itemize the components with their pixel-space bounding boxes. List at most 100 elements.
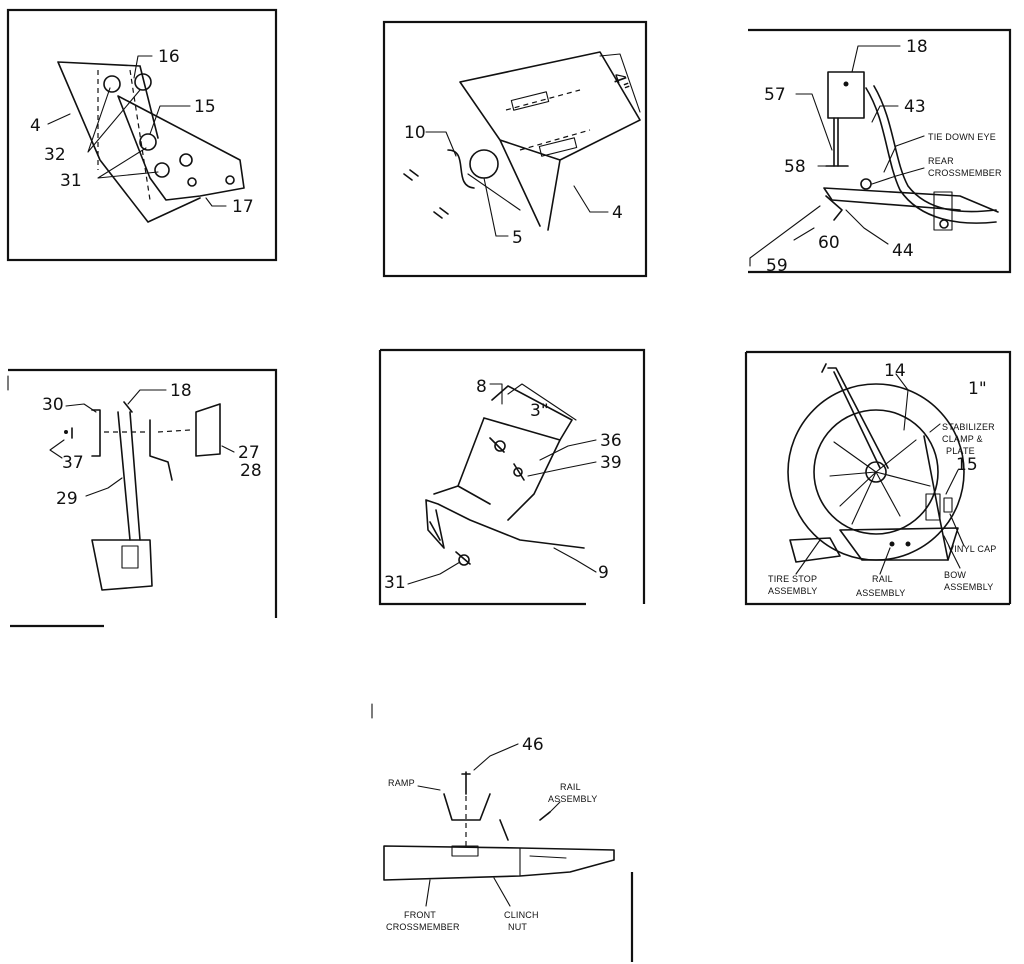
rail-hook [499,811,551,841]
dimension-line [507,383,577,421]
callout-number: 30 [42,395,64,415]
callout-number: 31 [384,573,406,593]
leader-line [85,477,123,497]
panel-wheel: 14 15 1" STABILIZER CLAMP & PLATE VINYL … [744,350,1012,606]
panel-frame [744,350,1012,606]
tire-stop-assembly [789,537,841,563]
leader-line [473,743,519,771]
leader-line [871,167,925,185]
channel-outline [57,61,201,223]
pin-axis [467,173,521,211]
part-label: PLATE [946,446,975,456]
panel-support: 8 36 39 31 9 3" [378,348,646,606]
leader-line [539,439,597,461]
brace [425,499,585,549]
part-label: BOW [944,570,966,580]
bolt-head [458,554,470,566]
leader-line [425,131,457,157]
leader-line [793,227,815,241]
part-label: CROSSMEMBER [386,922,460,932]
base-slot [121,545,139,569]
callout-number: 28 [240,461,262,481]
bolt-hole [187,177,197,187]
tie-down-eye [860,178,872,190]
hidden-lines [505,89,591,151]
callout-number: 5 [512,228,523,248]
bolt [461,771,471,795]
crossmember-detail [519,847,567,877]
leader-line [943,535,961,569]
slot [538,137,578,157]
leader-line [221,445,235,453]
leader-line [483,177,509,237]
stabilizer-clamp [925,493,941,521]
leader-line [795,539,821,575]
panel-frame [748,28,1012,274]
callout-number: 31 [60,171,82,191]
leader-line [949,513,965,547]
rim [813,409,939,535]
leader-line [895,373,909,431]
callout-number: 39 [600,453,622,473]
callout-number: 16 [158,47,180,67]
callout-number: 57 [764,85,786,105]
leader-line [845,209,889,245]
tie-down-hook [865,87,997,224]
bolt-head [134,73,152,91]
clinch-nut [451,845,479,857]
bolt-head [139,133,157,151]
part-label: ASSEMBLY [944,582,993,592]
dimension-line [599,53,641,113]
leader-line [65,403,97,413]
leader-line [97,147,159,179]
fender-post [117,401,141,541]
leader-line [851,45,901,73]
panel-frame [382,20,648,278]
leader-line [795,93,833,151]
leader-line [883,135,925,173]
leader-line [879,547,891,575]
leader-line [149,105,191,135]
bolt-head [154,162,170,178]
leader-line [49,439,65,459]
callout-number: 32 [44,145,66,165]
callout-number: 43 [904,97,926,117]
channel-top [491,385,573,441]
callout-number: 59 [766,256,788,276]
part-label: RAIL [560,782,581,792]
part-label: CLINCH [504,910,539,920]
leader-line [417,785,441,791]
callout-number: 14 [884,361,906,381]
leader-line [127,389,167,405]
callout-number: 60 [818,233,840,253]
bracket [825,195,843,221]
bracket-plate [117,95,245,201]
front-crossmember [383,845,615,881]
bolt-hole [225,175,235,185]
rail-outline [459,51,641,231]
spokes [829,439,931,525]
pin [403,169,449,219]
part-label: STABILIZER [942,422,995,432]
dimension-label: 1" [968,379,987,399]
callout-number: 15 [194,97,216,117]
leader-line [493,877,511,907]
bolt [889,541,895,547]
stud [833,117,839,167]
ramp-bracket [443,793,491,821]
channel-end [933,191,953,231]
callout-number: 46 [522,735,544,755]
callout-number: 44 [892,241,914,261]
callout-number: 18 [170,381,192,401]
callout-number: 36 [600,431,622,451]
dimension-label: 3" [530,401,549,421]
rear-crossmember [823,187,999,213]
leader-line [87,87,141,153]
bolt-head [939,219,949,229]
leader-line [945,469,959,495]
leader-line [573,185,609,213]
support-channel [433,417,561,521]
leader-line [205,197,227,207]
panel-frame [378,348,646,606]
